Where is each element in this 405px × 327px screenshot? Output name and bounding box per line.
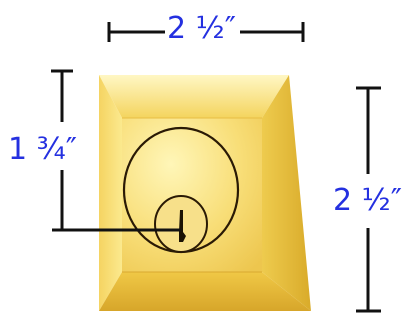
right-dimension-line (356, 86, 381, 313)
plate-bevel-top (99, 75, 289, 118)
keyway (179, 210, 186, 242)
plate-bevel-left (99, 75, 122, 311)
left-dimension-line (51, 69, 181, 232)
right-height-label: 2 ½″ (333, 183, 402, 218)
lock-cylinder (122, 126, 240, 254)
deadbolt-plate (99, 75, 311, 311)
left-height-label: 1 ¾″ (8, 132, 77, 167)
plate-bevel-bottom (99, 272, 311, 311)
top-width-label: 2 ½″ (167, 11, 236, 46)
top-dimension-line (107, 22, 305, 42)
plate-bevel-right (262, 75, 311, 311)
